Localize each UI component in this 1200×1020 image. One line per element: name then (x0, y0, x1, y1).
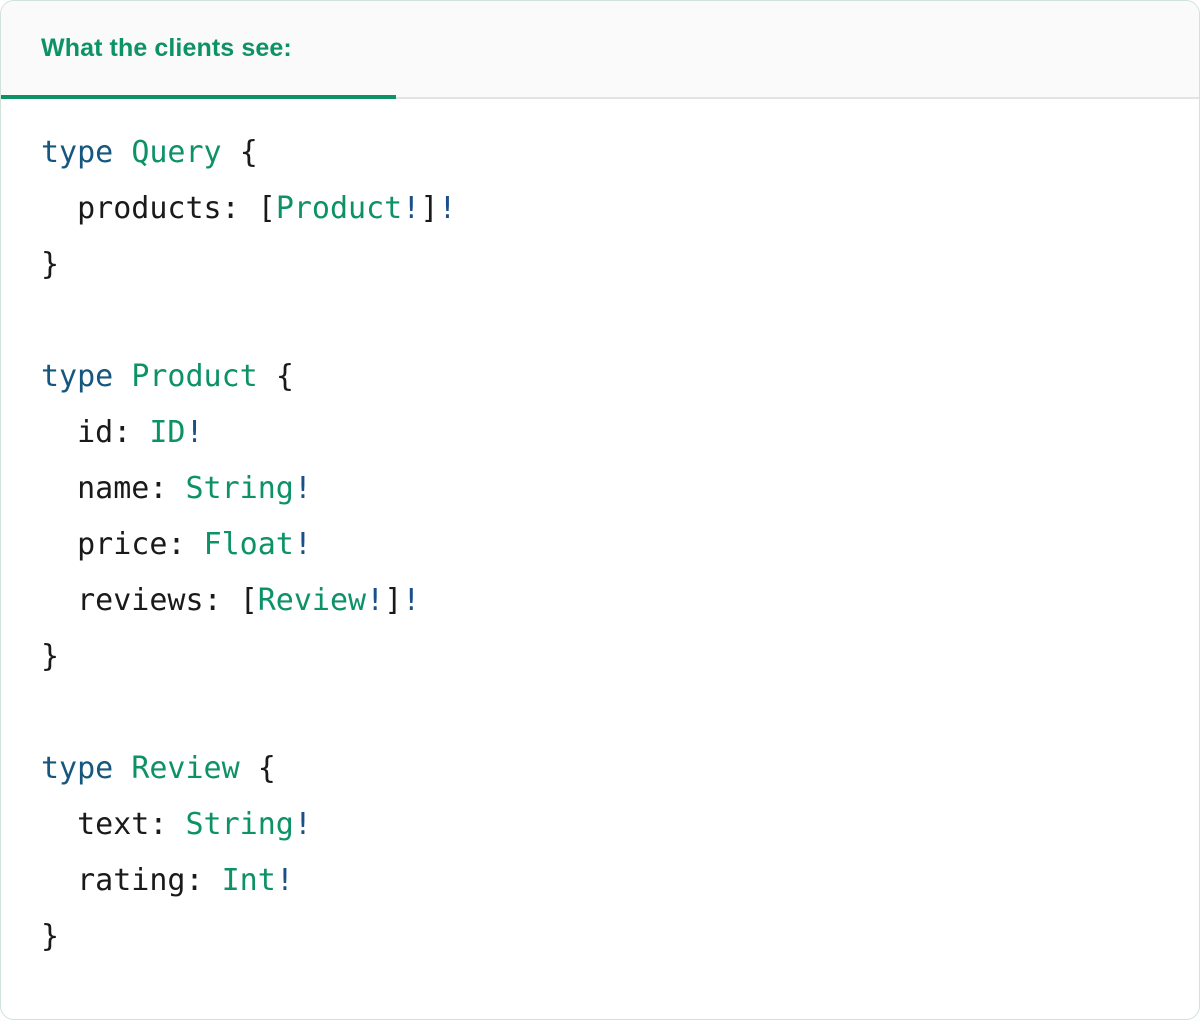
code-token-typename: Review (131, 751, 240, 786)
code-token-typename: Query (131, 135, 222, 170)
tab-what-the-clients-see[interactable]: What the clients see: (1, 1, 396, 99)
code-token-punct: { (275, 359, 294, 394)
code-line: } (41, 247, 59, 282)
code-line: type Product { (41, 359, 294, 394)
code-line: type Query { (41, 135, 258, 170)
code-token-typename: Float (203, 527, 294, 562)
code-token-typename: Int (221, 863, 276, 898)
code-token-bang: ! (293, 471, 312, 506)
code-token-keyword: type (41, 359, 114, 394)
code-token-plain (41, 863, 77, 898)
code-token-bang: ! (293, 527, 312, 562)
code-token-field: price (77, 527, 168, 562)
code-token-plain (113, 751, 131, 786)
code-token-typename: ID (149, 415, 186, 450)
code-token-field: text (77, 807, 150, 842)
code-token-field: id (77, 415, 114, 450)
code-token-plain (41, 583, 77, 618)
code-token-plain (41, 807, 77, 842)
code-token-punct: : (149, 471, 186, 506)
tab-strip: What the clients see: (1, 1, 1199, 99)
code-token-plain (240, 751, 258, 786)
code-token-plain (113, 135, 131, 170)
code-token-typename: Product (275, 191, 403, 226)
code-line: reviews: [Review!]! (41, 583, 420, 618)
code-line: name: String! (41, 471, 312, 506)
code-token-punct: } (41, 639, 60, 674)
code-token-bang: ! (438, 191, 457, 226)
code-token-plain (41, 415, 77, 450)
code-line: products: [Product!]! (41, 191, 456, 226)
code-token-field: reviews (77, 583, 204, 618)
code-token-punct: ] (420, 191, 439, 226)
code-line: price: Float! (41, 527, 312, 562)
code-token-field: products (77, 191, 222, 226)
code-token-punct: { (239, 135, 258, 170)
code-line: id: ID! (41, 415, 204, 450)
code-token-punct: } (41, 247, 60, 282)
code-token-punct: : (203, 583, 240, 618)
code-token-punct: : (149, 807, 186, 842)
code-token-punct: [ (239, 583, 258, 618)
tab-label: What the clients see: (41, 33, 292, 62)
code-token-plain (222, 135, 240, 170)
code-token-bang: ! (366, 583, 385, 618)
code-token-plain (41, 527, 77, 562)
code-token-field: rating (77, 863, 186, 898)
code-token-plain (258, 359, 276, 394)
code-line: } (41, 919, 59, 954)
code-token-bang: ! (402, 191, 421, 226)
code-token-keyword: type (41, 751, 114, 786)
code-token-punct: : (167, 527, 204, 562)
code-token-bang: ! (275, 863, 294, 898)
code-token-field: name (77, 471, 150, 506)
code-token-keyword: type (41, 135, 114, 170)
code-token-typename: Product (131, 359, 258, 394)
code-line: type Review { (41, 751, 276, 786)
code-line: rating: Int! (41, 863, 294, 898)
code-token-plain (113, 359, 131, 394)
code-token-punct: { (257, 751, 276, 786)
code-token-punct: : (113, 415, 150, 450)
code-token-plain (41, 191, 77, 226)
code-token-typename: String (185, 807, 294, 842)
code-token-typename: Review (257, 583, 367, 618)
code-line: text: String! (41, 807, 312, 842)
graphql-schema-code[interactable]: type Query { products: [Product!]! } typ… (1, 125, 1199, 965)
code-token-plain (41, 471, 77, 506)
code-line: } (41, 639, 59, 674)
code-token-bang: ! (402, 583, 421, 618)
code-token-bang: ! (185, 415, 204, 450)
code-token-typename: String (185, 471, 294, 506)
code-area: type Query { products: [Product!]! } typ… (1, 99, 1199, 965)
code-token-punct: } (41, 919, 60, 954)
code-token-punct: : (185, 863, 222, 898)
code-token-punct: ] (384, 583, 403, 618)
code-token-punct: : (221, 191, 258, 226)
code-token-bang: ! (293, 807, 312, 842)
code-token-punct: [ (257, 191, 276, 226)
